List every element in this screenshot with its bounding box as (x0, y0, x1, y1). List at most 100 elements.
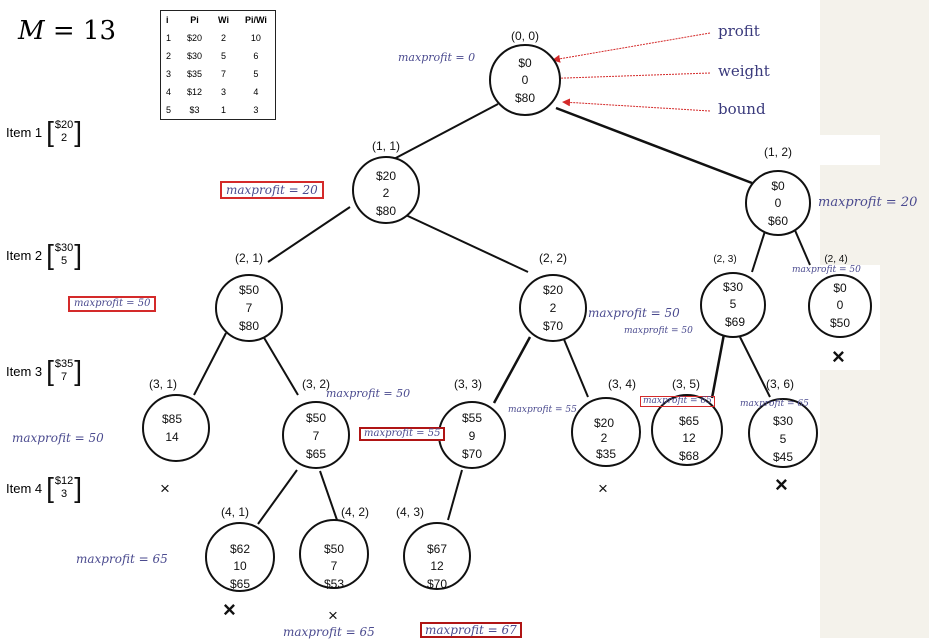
item-label: Item 1 (6, 124, 43, 140)
bound-arrow (562, 98, 711, 112)
table-cell: 2 (166, 51, 172, 61)
node-bound: $65 (306, 447, 326, 461)
maxprofit-highlight: maxprofit = 55 (359, 427, 446, 441)
table-cell: 5 (166, 105, 172, 115)
node-circle (808, 274, 872, 338)
node-label: (2, 3) (713, 254, 736, 265)
node-2-2: (2, 2) $20 2 $70 (519, 251, 587, 342)
node-4-2: (4, 2) $50 7 $53 (299, 505, 369, 591)
node-circle (519, 274, 587, 342)
maxprofit-label: maxprofit = 65 (283, 625, 375, 639)
node-weight: 14 (165, 430, 179, 444)
node-label: (3, 2) (302, 377, 330, 391)
maxprofit-label: maxprofit = 50 (326, 387, 411, 400)
node-label: (2, 4) (824, 254, 847, 265)
node-label: (2, 2) (539, 251, 567, 265)
node-profit: $20 (543, 283, 563, 297)
maxprofit-highlight: maxprofit = 65 (640, 396, 715, 407)
edge-0-1 (391, 103, 499, 161)
node-label: (2, 1) (235, 251, 263, 265)
node-weight: 2 (383, 186, 390, 200)
node-3-1: (3, 1) $85 14 (142, 377, 210, 462)
node-weight: 2 (601, 431, 608, 445)
item-profit: $35 (54, 358, 74, 371)
item-weight: 5 (61, 255, 68, 267)
maxprofit-highlight: maxprofit = 20 (220, 181, 324, 199)
maxprofit-label: maxprofit = 65 (740, 399, 809, 409)
node-profit: $85 (162, 412, 182, 426)
node-circle (299, 519, 369, 589)
node-bound: $53 (324, 577, 344, 591)
node-bound: $70 (462, 447, 482, 461)
node-circle (651, 394, 723, 466)
node-label: (1, 1) (372, 139, 400, 153)
node-label: (3, 5) (672, 377, 700, 391)
table-cell: $12 (187, 87, 203, 97)
prune-mark-icon: × (160, 479, 170, 498)
edge-8-13 (257, 469, 298, 525)
node-label: (3, 6) (766, 377, 794, 391)
node-bound: $60 (768, 214, 788, 228)
table-header-row: i Pi Wi Pi/Wi (161, 11, 276, 30)
prune-mark-icon: × (223, 597, 236, 622)
node-circle (215, 274, 283, 342)
node-weight: 0 (775, 196, 782, 210)
node-bound: $70 (427, 577, 447, 591)
node-profit: $30 (723, 280, 743, 294)
edge-5-11 (710, 333, 726, 399)
node-circle (403, 522, 471, 590)
node-3-5: (3, 5) $65 12 $68 (651, 377, 723, 466)
edge-0-2 (555, 106, 753, 185)
node-weight: 7 (331, 559, 338, 573)
node-profit: $0 (771, 179, 785, 193)
node-weight: 2 (550, 301, 557, 315)
node-profit: $67 (427, 542, 447, 556)
node-label: (1, 2) (764, 145, 792, 159)
node-profit: $50 (239, 283, 259, 297)
item-weight: 7 (61, 371, 68, 383)
node-circle (700, 272, 766, 338)
node-bound: $68 (679, 449, 699, 463)
maxprofit-label: maxprofit = 50 (588, 306, 680, 320)
edge-9-15 (447, 469, 463, 521)
prune-mark-icon: × (775, 472, 788, 497)
legend-bound: bound (718, 100, 766, 118)
table-cell: $3 (189, 105, 200, 115)
node-weight: 7 (313, 429, 320, 443)
table-cell: 4 (253, 87, 259, 97)
edge-1-4 (394, 209, 529, 273)
node-circle (748, 398, 818, 468)
node-circle (282, 401, 350, 469)
node-profit: $20 (376, 169, 396, 183)
item-profit: $30 (54, 242, 74, 255)
node-bound: $80 (239, 319, 259, 333)
node-profit: $20 (594, 416, 614, 430)
capacity-label: M = 13 (18, 16, 117, 46)
maxprofit-label: maxprofit = 65 (76, 552, 168, 566)
node-profit: $0 (833, 281, 847, 295)
maxprofit-label: maxprofit = 20 (818, 195, 918, 210)
node-bound: $50 (830, 316, 850, 330)
node-bound: $70 (543, 319, 563, 333)
node-1-2: (1, 2) $0 0 $60 (745, 145, 811, 236)
node-bound: $80 (376, 204, 396, 218)
edge-4-10 (562, 336, 589, 398)
edge-1-3 (267, 206, 351, 263)
node-weight: 5 (730, 297, 737, 311)
profit-arrow (552, 32, 711, 63)
node-profit: $0 (518, 56, 532, 70)
edge-3-8 (262, 335, 299, 396)
table-cell: 2 (221, 33, 227, 43)
node-3-2: (3, 2) $50 7 $65 (282, 377, 350, 469)
node-3-6: (3, 6) $30 5 $45 (748, 377, 818, 468)
edge-8-14 (319, 470, 338, 521)
node-1-1: (1, 1) $20 2 $80 (352, 139, 420, 224)
item-label: Item 4 (6, 480, 43, 496)
table-header: Pi/Wi (244, 15, 267, 25)
